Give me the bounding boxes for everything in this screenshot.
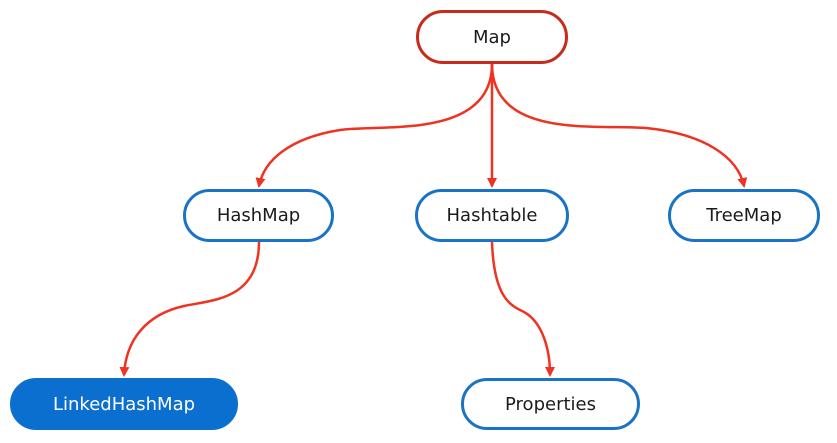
node-properties: Properties <box>461 378 640 430</box>
node-treemap-label: TreeMap <box>706 205 782 226</box>
node-map-label: Map <box>473 26 511 48</box>
node-hashmap-label: HashMap <box>216 205 301 226</box>
node-hashmap: HashMap <box>183 189 334 242</box>
node-linkedhashmap-label: LinkedHashMap <box>52 393 196 415</box>
edge-hashtable-to-properties <box>490 241 555 377</box>
edge-hashmap-to-linkedhashmap <box>119 241 261 377</box>
node-linkedhashmap: LinkedHashMap <box>10 378 238 430</box>
node-treemap: TreeMap <box>668 189 820 242</box>
edge-map-to-hashmap <box>255 63 494 188</box>
node-properties-label: Properties <box>505 393 596 415</box>
node-hashtable-label: Hashtable <box>446 205 538 226</box>
node-map: Map <box>416 10 568 64</box>
node-hashtable: Hashtable <box>415 189 569 242</box>
edge-map-to-treemap <box>490 63 748 188</box>
